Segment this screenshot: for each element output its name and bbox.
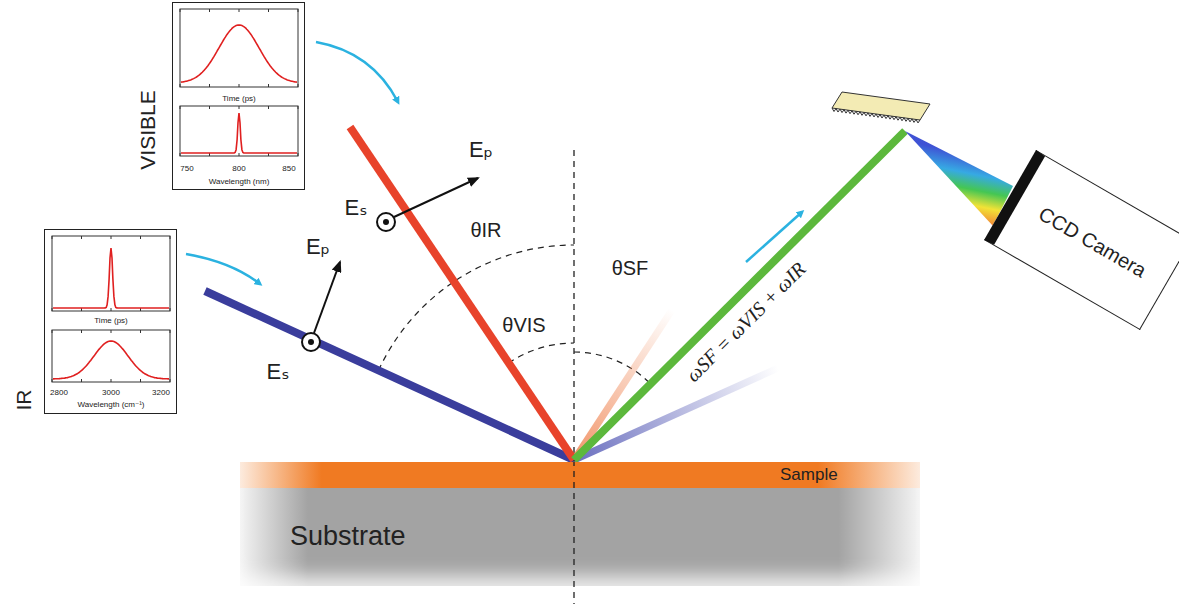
tick-label: 3000 (102, 388, 120, 397)
beam-name: VISIBLE (136, 90, 160, 169)
s-polarization-dot (383, 219, 389, 225)
inset-plot: Time (ps) 2800 3000 3200Wavelength (cm⁻¹) (44, 229, 177, 414)
frequency-equation: ωSF = ωVIS + ωIR (682, 258, 811, 387)
pulse-curve (53, 248, 169, 308)
direction-arrow (746, 212, 802, 262)
node-label: Substrate (290, 521, 406, 552)
sample-layer: Sample (240, 462, 920, 488)
beam-name: IR (12, 390, 36, 411)
axis-title: Time (ps) (94, 316, 127, 325)
s-polarization-dot (308, 339, 314, 345)
visible-beam (350, 127, 574, 460)
tick-label: 3200 (152, 388, 170, 397)
surface-normal (573, 150, 574, 460)
angle-label: θIR (470, 219, 501, 242)
angle-label: θVIS (502, 314, 545, 337)
substrate: Substrate (240, 488, 920, 586)
s-polarization-symbol (302, 333, 320, 351)
tick-label: 750 (180, 164, 193, 173)
spectrum-curve (53, 341, 169, 379)
field-label: Eₚ (469, 137, 493, 163)
p-polarization-arrow (394, 178, 478, 217)
dispersed-spectrum (905, 131, 1013, 226)
inset-axes (52, 9, 298, 382)
p-polarization-arrow (314, 262, 340, 333)
axis-title: Wavelength (cm⁻¹) (77, 400, 144, 409)
node-label: Sample (780, 465, 838, 485)
direction-arrow (186, 254, 260, 284)
spectrum-curve (181, 113, 297, 153)
sum-frequency-beam (574, 131, 905, 460)
field-label: Eₛ (345, 195, 368, 221)
tick-label: 800 (232, 164, 245, 173)
field-label: Eₚ (306, 234, 330, 260)
pulse-curve (181, 25, 297, 82)
node-label: CCD Camera (1035, 203, 1150, 283)
angle-label: θSF (612, 257, 649, 280)
angle-arc (509, 343, 574, 363)
grating-grooves (832, 108, 920, 123)
axis-title: Wavelength (nm) (209, 177, 270, 186)
s-polarization-symbol (377, 213, 395, 231)
tick-label: 2800 (50, 388, 68, 397)
axis-ticks (52, 9, 298, 382)
tick-label: 850 (282, 164, 295, 173)
field-label: Eₛ (267, 359, 290, 385)
axis-title: Time (ps) (222, 94, 255, 103)
ccd-camera: CCD Camera (984, 150, 1179, 330)
reflected-ir-beam (574, 368, 778, 460)
direction-arrow (316, 42, 398, 102)
inset-plot: Time (ps) 750 800 850Wavelength (nm) (172, 2, 305, 190)
